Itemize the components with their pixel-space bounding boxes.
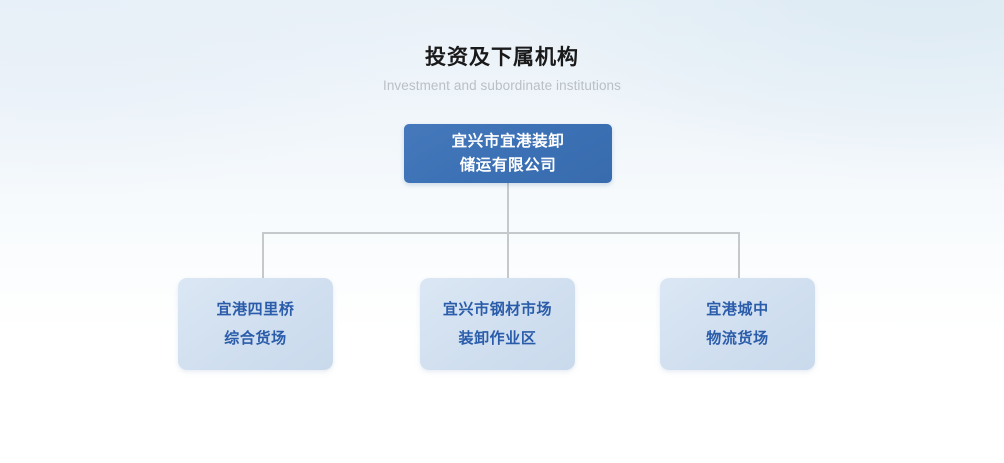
page-subtitle: Investment and subordinate institutions bbox=[382, 78, 622, 93]
org-node-child-2-line-1: 宜兴市钢材市场 bbox=[442, 301, 553, 318]
org-node-root-line-1: 宜兴市宜港装卸 bbox=[451, 132, 565, 150]
chart-heading: 投资及下属机构 Investment and subordinate insti… bbox=[0, 44, 1004, 96]
connector-drop-child-1 bbox=[262, 232, 264, 279]
page-title: 投资及下属机构 bbox=[425, 46, 579, 69]
connector-horizontal-bus bbox=[262, 232, 739, 234]
org-node-child-3-line-1: 宜港城中 bbox=[706, 301, 769, 318]
org-node-child-2[interactable]: 宜兴市钢材市场 装卸作业区 bbox=[420, 278, 575, 370]
org-node-child-3-line-2: 物流货场 bbox=[706, 330, 769, 347]
connector-root-stem bbox=[507, 183, 509, 233]
org-node-child-1[interactable]: 宜港四里桥 综合货场 bbox=[178, 278, 333, 370]
org-node-child-3[interactable]: 宜港城中 物流货场 bbox=[660, 278, 815, 370]
org-node-child-2-line-2: 装卸作业区 bbox=[458, 330, 537, 347]
org-node-child-1-line-2: 综合货场 bbox=[224, 330, 287, 347]
org-node-root-line-2: 储运有限公司 bbox=[459, 156, 557, 174]
connector-drop-child-2 bbox=[507, 232, 509, 279]
org-node-root[interactable]: 宜兴市宜港装卸 储运有限公司 bbox=[404, 124, 612, 183]
connector-drop-child-3 bbox=[738, 232, 740, 279]
org-node-child-1-line-1: 宜港四里桥 bbox=[216, 301, 295, 318]
